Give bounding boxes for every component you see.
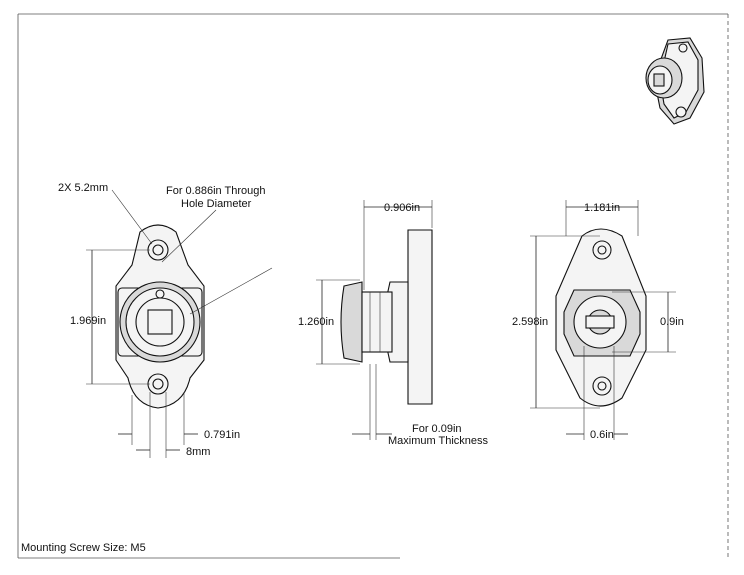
front-height-dimension: 1.969in <box>70 315 106 327</box>
isometric-thumbnail <box>645 37 705 125</box>
mounting-screw-note: Mounting Screw Size: M5 <box>21 542 146 554</box>
slot-width-dimension: 8mm <box>186 446 210 458</box>
drawing-frame <box>17 13 729 559</box>
depth-dimension: 0.906in <box>384 202 420 214</box>
hole-count-label: 2X 5.2mm <box>58 182 108 194</box>
back-view <box>530 200 676 440</box>
thickness-note-line2: Maximum Thickness <box>388 435 489 447</box>
front-view <box>86 189 273 458</box>
through-hole-label-line1: For 0.886in Through <box>166 185 265 197</box>
cam-width-dimension: 0.6in <box>590 429 614 441</box>
through-hole-label-line2: Hole Diameter <box>181 198 252 210</box>
base-width-dimension: 0.791in <box>204 429 240 441</box>
side-height-dimension: 1.260in <box>298 316 334 328</box>
back-height-dimension: 2.598in <box>512 316 548 328</box>
back-width-dimension: 1.181in <box>584 202 620 214</box>
thickness-note-line1: For 0.09in <box>412 423 462 435</box>
side-view <box>316 200 433 440</box>
cam-height-dimension: 0.9in <box>660 316 684 328</box>
